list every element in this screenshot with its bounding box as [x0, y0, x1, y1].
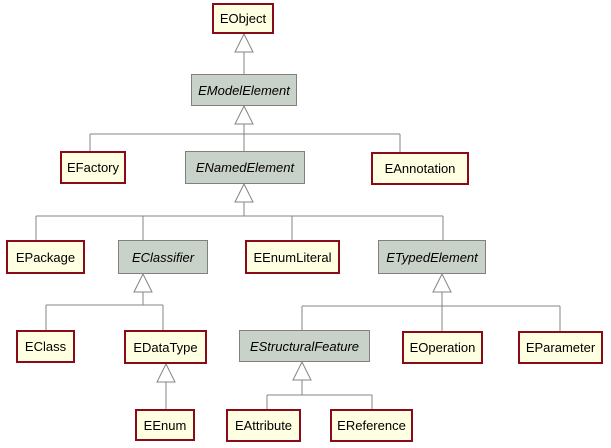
class-label: EEnumLiteral — [253, 249, 332, 265]
generalization-triangle-icon — [234, 32, 254, 53]
class-box-estructuralfeature[interactable]: EStructuralFeature — [239, 330, 370, 362]
class-box-ereference[interactable]: EReference — [330, 409, 413, 442]
class-label: EFactory — [66, 160, 119, 175]
class-box-eclassifier[interactable]: EClassifier — [118, 240, 208, 274]
generalization-triangle-icon — [292, 360, 312, 381]
class-box-epackage[interactable]: EPackage — [6, 240, 85, 274]
generalization-triangle-icon — [432, 272, 452, 293]
class-label: EObject — [219, 11, 267, 26]
class-box-efactory[interactable]: EFactory — [60, 151, 126, 184]
class-box-eobject[interactable]: EObject — [212, 3, 274, 34]
generalization-triangle-icon — [234, 104, 254, 125]
class-label: EEnum — [143, 417, 187, 433]
class-label: EStructuralFeature — [249, 338, 360, 354]
generalization-triangle-icon — [133, 272, 153, 293]
class-box-enamedelement[interactable]: ENamedElement — [185, 151, 305, 184]
class-label: EClass — [24, 339, 67, 354]
edge-children-to-enamedelement — [35, 182, 444, 240]
class-label: EParameter — [525, 340, 596, 355]
class-label: EOperation — [409, 340, 476, 355]
edge-eenum-to-edatatype — [156, 362, 176, 409]
class-label: EReference — [337, 418, 406, 433]
class-box-eannotation[interactable]: EAnnotation — [371, 152, 469, 185]
edge-children-to-estructuralfeature — [266, 360, 373, 409]
class-box-eoperation[interactable]: EOperation — [402, 331, 483, 364]
class-box-eparameter[interactable]: EParameter — [518, 331, 603, 364]
class-box-edatatype[interactable]: EDataType — [124, 330, 207, 364]
edge-children-to-emodelelement — [89, 104, 401, 152]
class-label: EDataType — [133, 339, 198, 355]
edge-emodelelement-to-eobject — [234, 32, 254, 74]
class-box-eenumliteral[interactable]: EEnumLiteral — [245, 240, 340, 274]
class-label: EAnnotation — [384, 161, 456, 176]
edge-children-to-eclassifier — [45, 272, 164, 330]
class-box-emodelelement[interactable]: EModelElement — [191, 74, 297, 106]
class-box-eattribute[interactable]: EAttribute — [226, 409, 301, 442]
class-box-eclass[interactable]: EClass — [16, 330, 75, 363]
class-label: EAttribute — [234, 418, 293, 433]
class-label: EClassifier — [131, 249, 195, 265]
class-label: ETypedElement — [386, 249, 478, 265]
class-label: EPackage — [15, 249, 76, 265]
generalization-triangle-icon — [234, 182, 254, 203]
generalization-triangle-icon — [156, 362, 176, 383]
class-label: EModelElement — [198, 82, 290, 98]
edge-children-to-etypedelement — [301, 272, 561, 331]
class-label: ENamedElement — [195, 160, 295, 175]
class-box-etypedelement[interactable]: ETypedElement — [378, 240, 486, 274]
class-box-eenum[interactable]: EEnum — [135, 409, 195, 441]
